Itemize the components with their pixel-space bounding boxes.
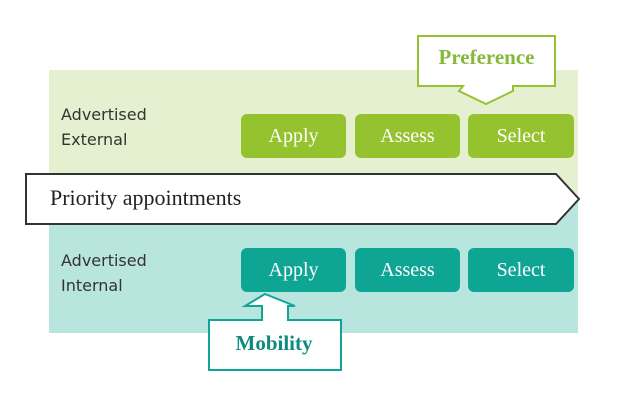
preference-callout-shape [417, 35, 556, 106]
internal-label-line2: Internal [61, 276, 123, 295]
internal-row-label: Advertised Internal [61, 248, 147, 298]
preference-label: Preference [438, 45, 535, 69]
internal-select-box: Select [468, 248, 574, 292]
external-label-line1: Advertised [61, 105, 147, 124]
priority-arrow-shape [25, 173, 581, 225]
external-select-box: Select [468, 114, 574, 158]
external-row-label: Advertised External [61, 102, 147, 152]
mobility-callout-shape [208, 292, 342, 371]
internal-label-line1: Advertised [61, 251, 147, 270]
external-label-line2: External [61, 130, 128, 149]
mobility-label: Mobility [235, 331, 313, 355]
external-apply-box: Apply [241, 114, 346, 158]
external-assess-box: Assess [355, 114, 460, 158]
internal-assess-box: Assess [355, 248, 460, 292]
priority-appointments-label: Priority appointments [50, 185, 242, 210]
internal-apply-box: Apply [241, 248, 346, 292]
